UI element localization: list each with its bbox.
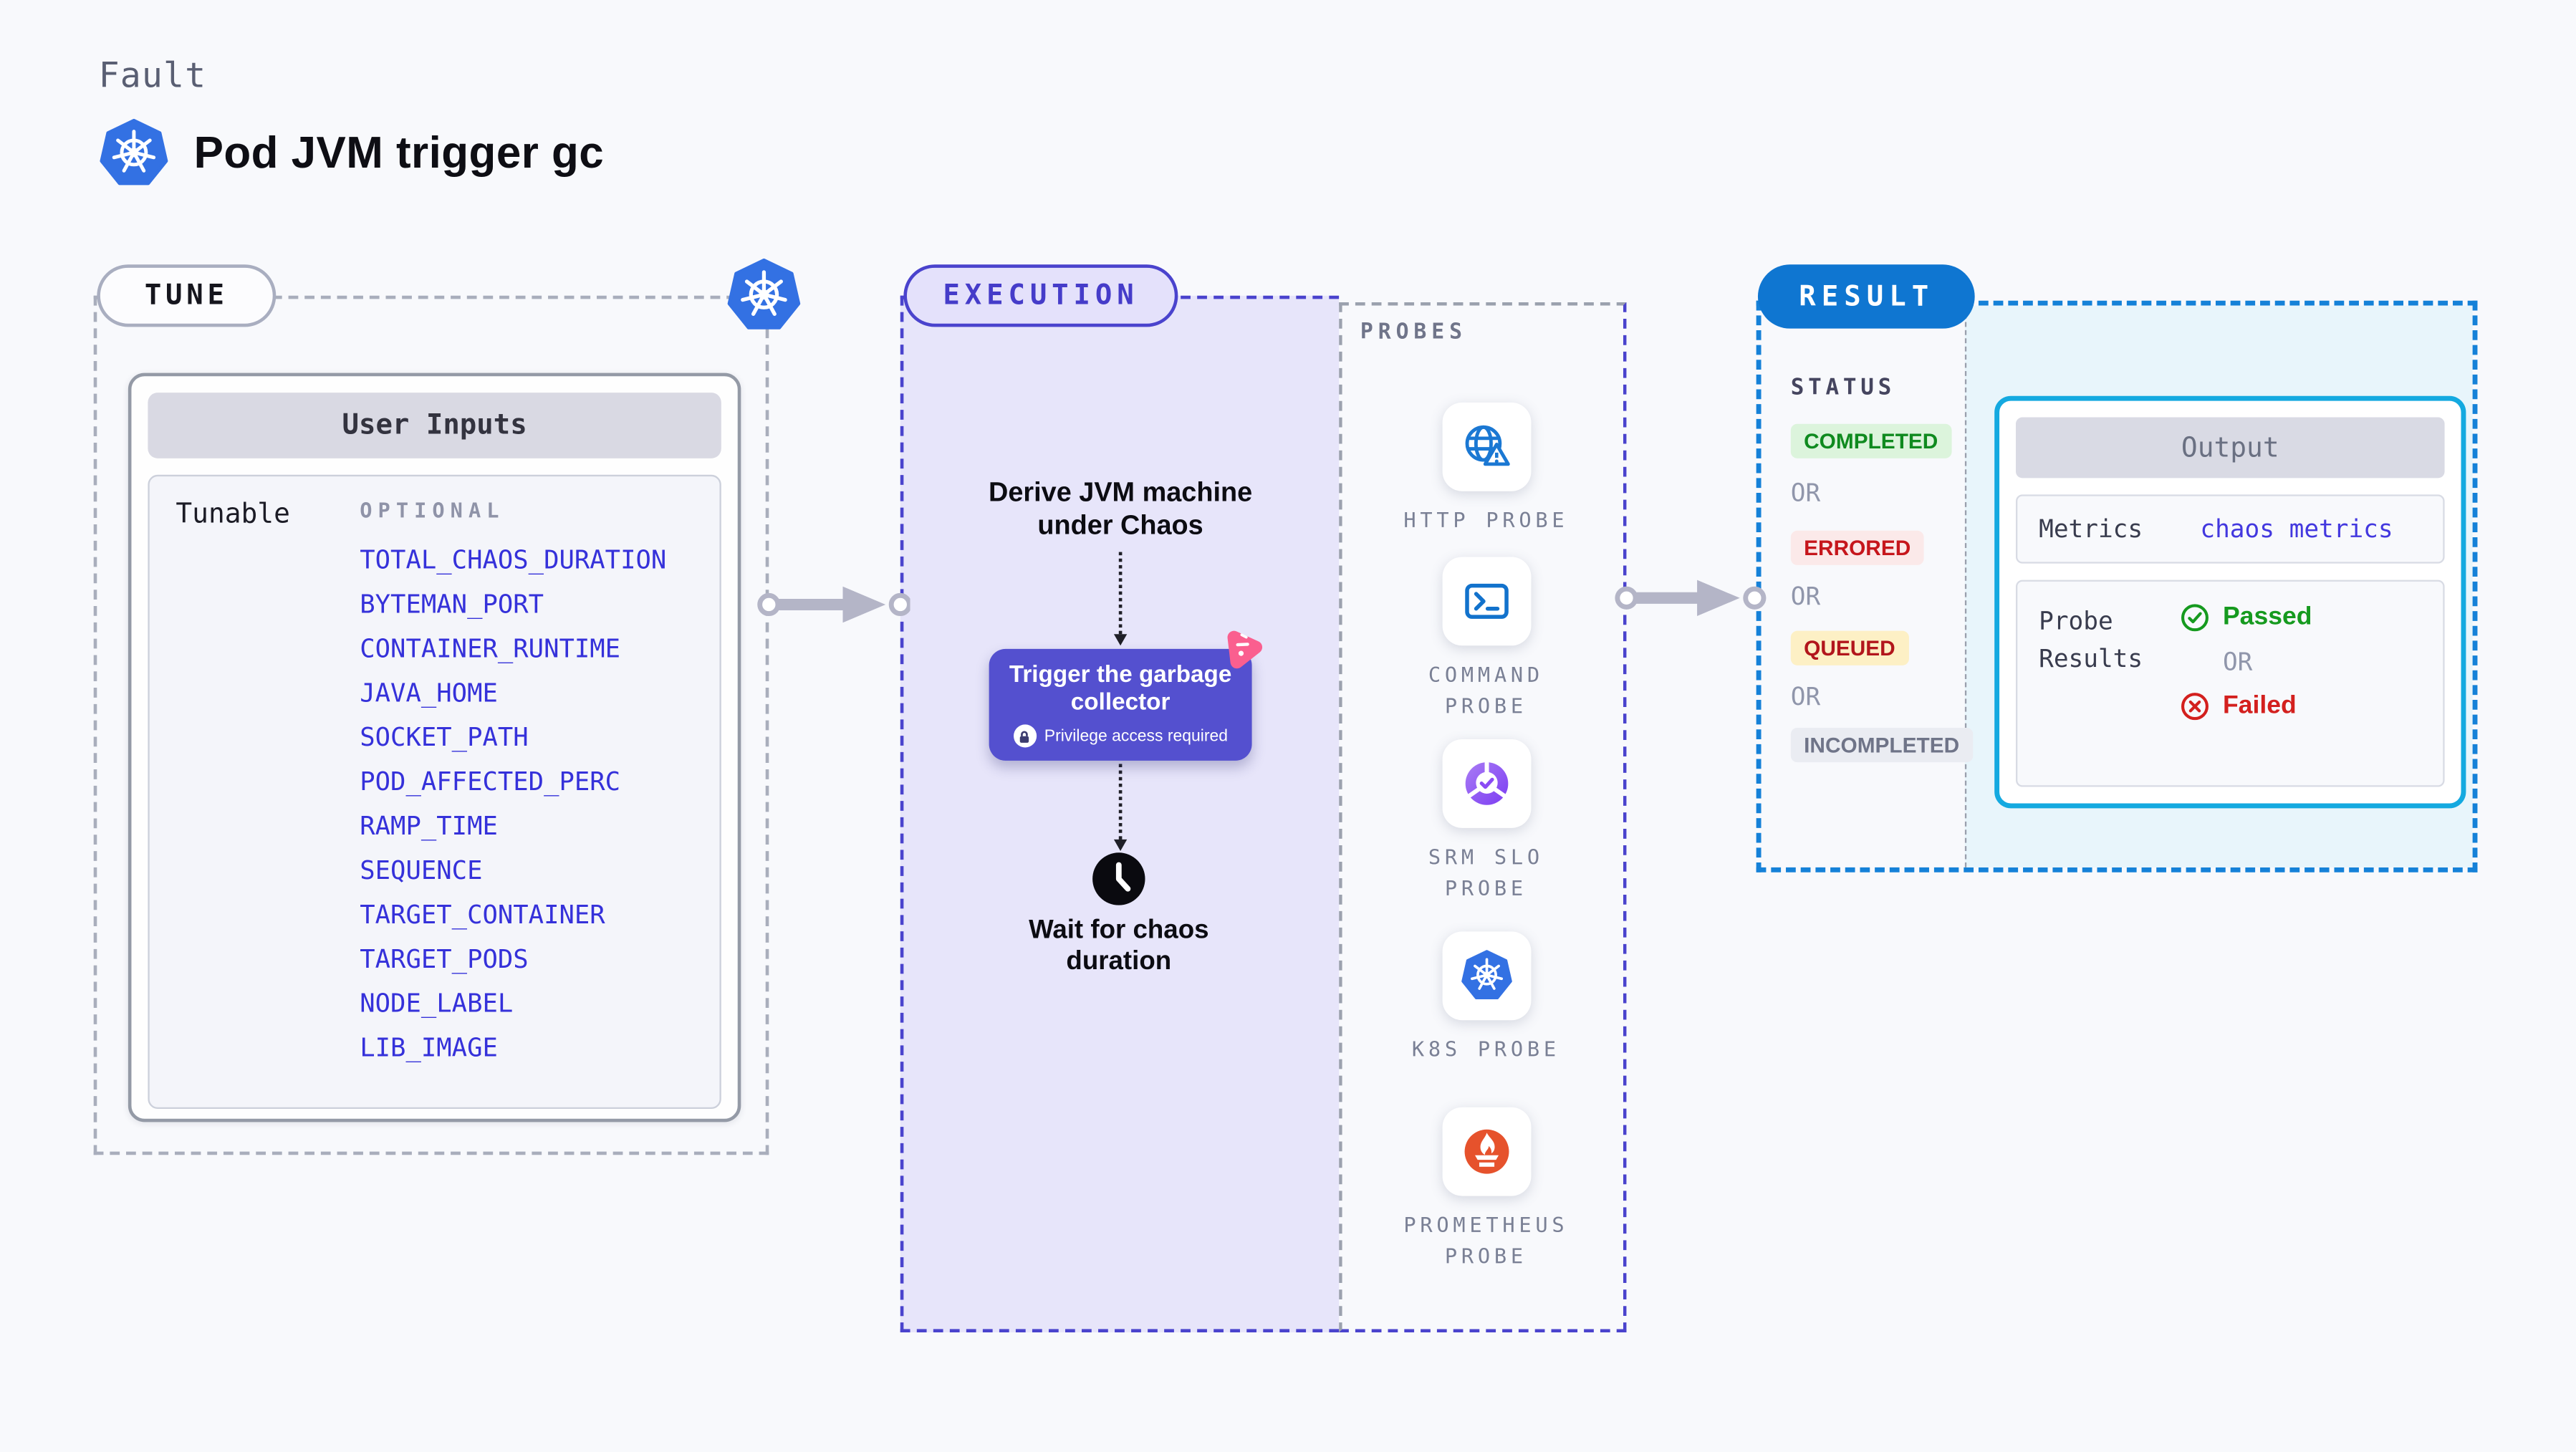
env-var-link[interactable]: LIB_IMAGE [360,1033,498,1063]
arrow-down-icon [1112,839,1127,851]
globe-warning-icon [1464,425,1509,466]
user-inputs-header: User Inputs [148,393,721,458]
command-probe-card[interactable] [1441,557,1531,646]
probe-label: PROMETHEUS PROBE [1403,1212,1569,1269]
env-var-list: TOTAL_CHAOS_DURATION BYTEMAN_PORT CONTAINE… [360,547,666,1062]
result-pill: RESULT [1757,264,1976,329]
failed-label: Failed [2222,691,2297,720]
chaos-badge-icon [1227,630,1263,669]
env-var-link[interactable]: NODE_LABEL [360,989,514,1019]
env-var-link[interactable]: TARGET_PODS [360,944,529,974]
probe-label: HTTP PROBE [1403,507,1569,533]
arrow-connector [1615,580,1767,617]
probe-item-command: COMMAND PROBE [1342,557,1630,722]
kubernetes-icon [1460,950,1512,1000]
terminal-icon [1464,583,1508,619]
env-var-link[interactable]: SEQUENCE [360,855,483,886]
fault-kicker: Fault [98,55,207,96]
optional-label: OPTIONAL [360,497,505,523]
flow-dotted-line [1118,764,1123,840]
or-label: OR [1790,681,1821,712]
wait-step-label: Wait for chaos duration [1029,916,1209,976]
lock-icon [1013,725,1037,749]
probe-item-http: HTTP PROBE [1342,402,1630,537]
metrics-row: Metrics chaos metrics [2016,494,2445,564]
privilege-badge-label: Privilege access required [1044,727,1228,746]
tunable-label: Tunable [176,497,290,529]
page-title: Pod JVM trigger gc [193,127,605,177]
env-var-link[interactable]: BYTEMAN_PORT [360,590,544,620]
http-probe-card[interactable] [1441,402,1531,491]
env-var-link[interactable]: TOTAL_CHAOS_DURATION [360,545,667,575]
user-inputs-card: User Inputs Tunable OPTIONAL TOTAL_CHAOS… [128,372,741,1122]
probe-item-srm-slo: SRM SLO PROBE [1342,739,1630,905]
env-var-link[interactable]: SOCKET_PATH [360,723,529,753]
probes-header: PROBES [1360,320,1467,345]
env-var-link[interactable]: JAVA_HOME [360,678,498,708]
status-badge-errored: ERRORED [1790,530,1924,565]
passed-label: Passed [2222,602,2312,631]
tune-pill: TUNE [97,264,277,327]
env-var-link[interactable]: TARGET_CONTAINER [360,900,605,931]
result-section: STATUS COMPLETED OR ERRORED OR QUEUED OR… [1756,300,2478,872]
arrow-connector [757,586,910,623]
env-var-link[interactable]: RAMP_TIME [360,811,498,842]
prometheus-icon [1464,1129,1509,1174]
probe-results-row: Probe Results Passed OR [2016,580,2445,787]
tune-section [93,295,769,1155]
status-badge-incompleted: INCOMPLETED [1790,727,1973,763]
metrics-value-link[interactable]: chaos metrics [2200,514,2393,544]
check-circle-icon [2181,604,2209,632]
clock-icon [1092,852,1145,905]
or-label: OR [1790,581,1821,612]
probe-item-k8s: K8S PROBE [1342,931,1630,1065]
srm-slo-probe-card[interactable] [1441,739,1531,828]
status-badge-queued: QUEUED [1790,630,1909,665]
prometheus-probe-card[interactable] [1441,1107,1531,1196]
probe-results-label: Probe Results [2039,606,2143,673]
page-title-row: Pod JVM trigger gc [99,115,605,191]
probes-section: PROBES HTTP PROBE [1339,302,1627,1332]
env-var-link[interactable]: POD_AFFECTED_PERC [360,767,621,797]
status-badge-completed: COMPLETED [1790,423,1951,458]
output-header: Output [2016,417,2445,479]
or-label: OR [1790,478,1821,508]
x-circle-icon [2181,693,2209,721]
output-card: Output Metrics chaos metrics Probe Resul… [1994,395,2466,809]
metrics-label: Metrics [2039,514,2143,544]
status-header: STATUS [1790,374,1896,401]
derive-step-label: Derive JVM machine under Chaos [989,478,1253,541]
trigger-gc-node: Trigger the garbage collector Privilege … [989,648,1252,761]
kubernetes-icon [726,258,802,333]
trigger-gc-label: Trigger the garbage collector [1009,661,1232,716]
slo-donut-icon [1464,761,1508,805]
arrow-down-icon [1112,634,1127,646]
env-var-link[interactable]: CONTAINER_RUNTIME [360,634,621,664]
probe-label: K8S PROBE [1411,1037,1560,1062]
user-inputs-panel: Tunable OPTIONAL TOTAL_CHAOS_DURATION BYT… [148,474,721,1110]
probe-label: SRM SLO PROBE [1428,844,1544,901]
probe-item-prometheus: PROMETHEUS PROBE [1342,1107,1630,1273]
or-label: OR [2222,647,2253,677]
kubernetes-icon [99,117,170,188]
execution-pill: EXECUTION [903,264,1178,327]
k8s-probe-card[interactable] [1441,931,1531,1021]
flow-dotted-line [1118,552,1123,635]
probe-label: COMMAND PROBE [1428,662,1544,719]
